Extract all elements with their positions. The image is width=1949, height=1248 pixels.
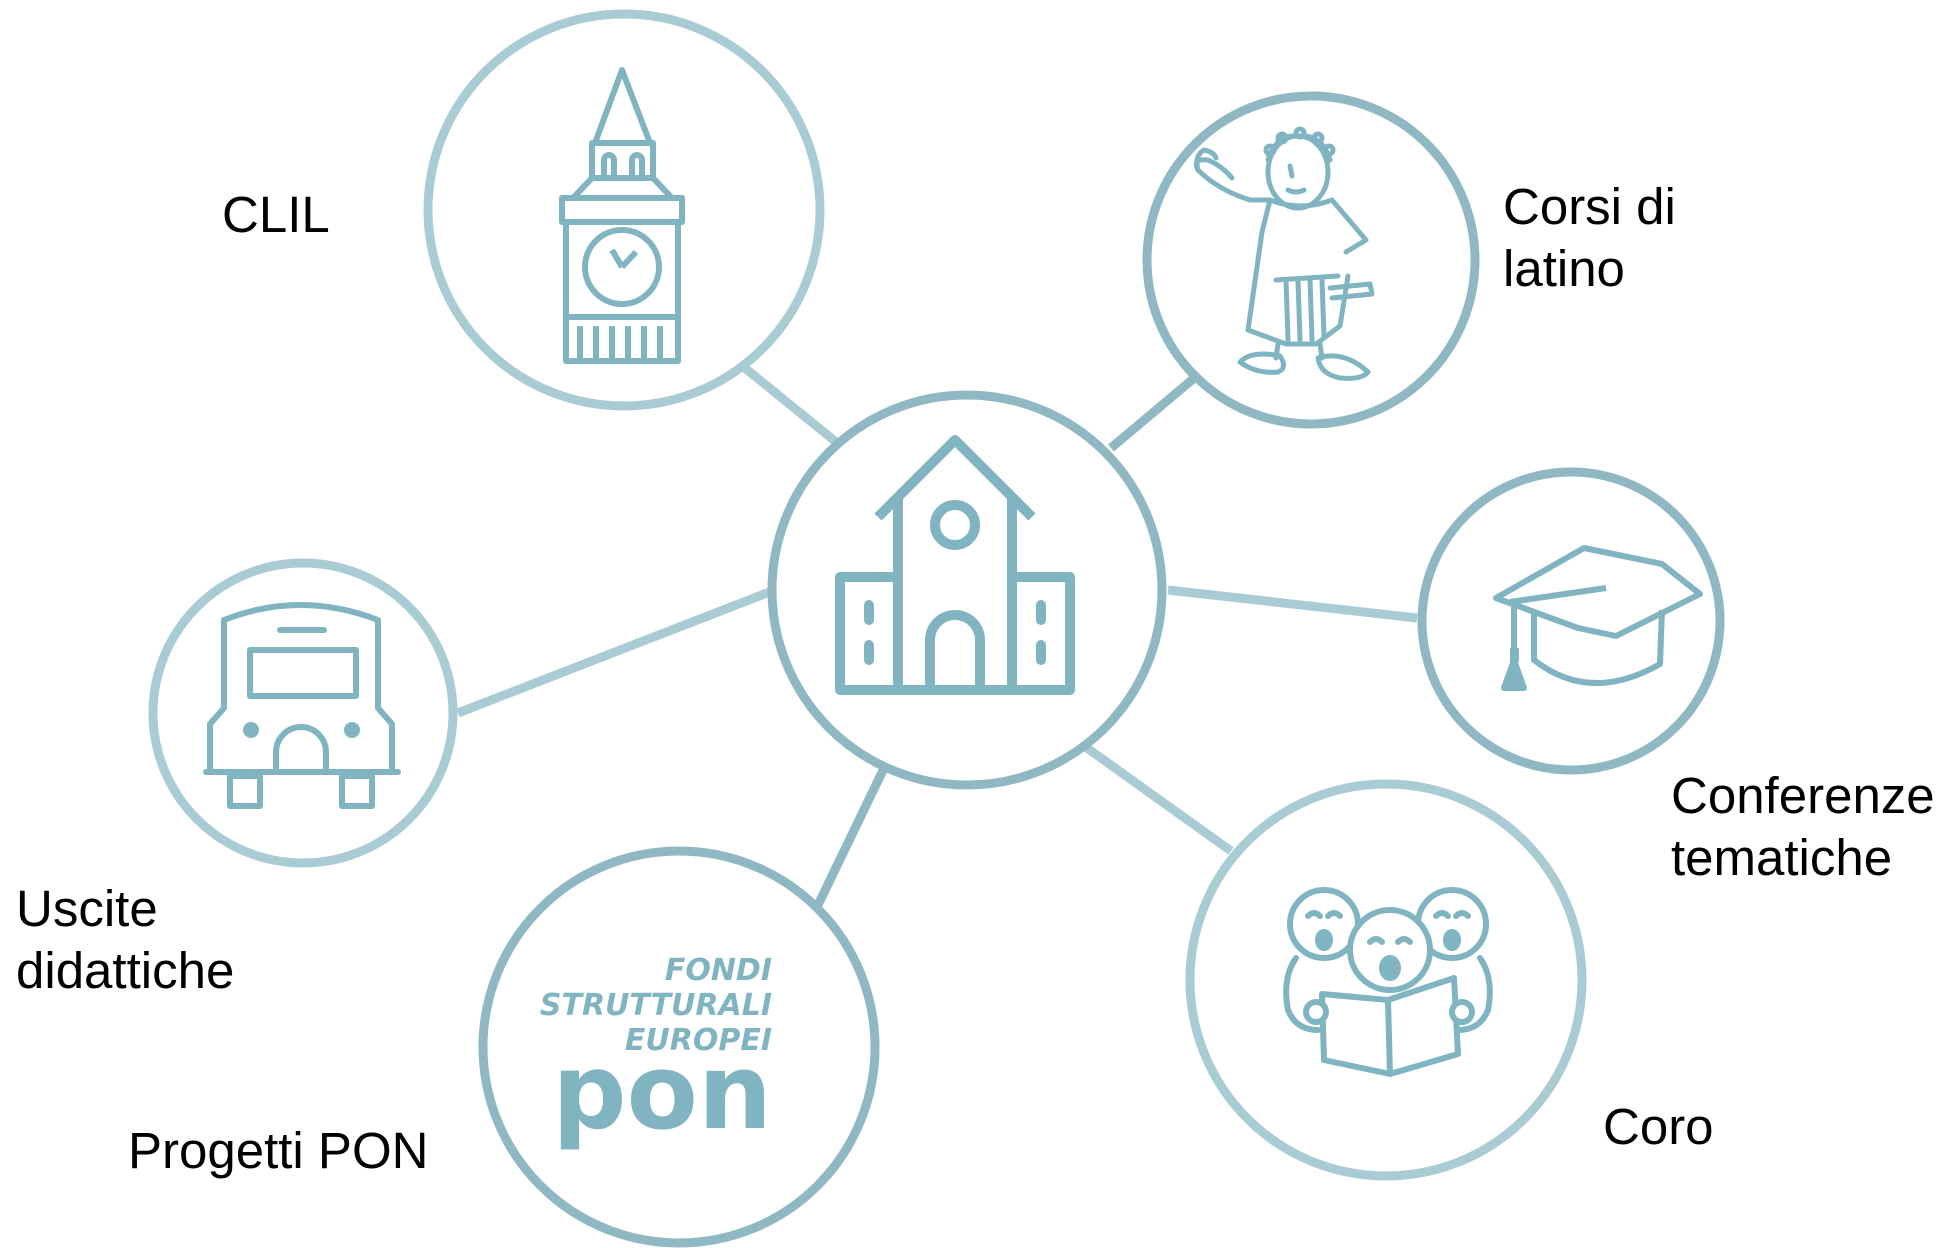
pon-logo-line1: FONDI [665, 953, 772, 988]
label-clil-line1: CLIL [222, 186, 330, 243]
clil-ring [423, 9, 825, 411]
connector-latino [1108, 375, 1196, 452]
connector-coro [1077, 739, 1234, 855]
label-pon: Progetti PON [128, 1120, 428, 1182]
connector-pon [813, 760, 892, 907]
pon-logo-icon: FONDI STRUTTURALI EUROPEI pon [540, 953, 772, 1153]
label-coro-line1: Coro [1603, 1098, 1714, 1155]
label-latino-line1: Corsi di [1503, 178, 1676, 235]
pon-logo-wordmark: pon [552, 1031, 772, 1153]
label-clil: CLIL [222, 184, 330, 246]
connector-uscite [456, 586, 774, 718]
label-latino: Corsi di latino [1503, 176, 1676, 300]
clock-tower-icon [559, 67, 685, 364]
connectors [456, 360, 1418, 907]
label-conferenze-line1: Conferenze [1671, 767, 1935, 824]
label-conferenze-line2: tematiche [1671, 829, 1893, 886]
conferenze-ring [1417, 467, 1725, 775]
label-uscite: Uscite didattiche [16, 878, 234, 1002]
graduation-cap-icon [1493, 545, 1703, 691]
label-conferenze: Conferenze tematiche [1671, 765, 1935, 889]
latino-ring [1142, 91, 1480, 429]
pon-logo-line2: STRUTTURALI [540, 988, 772, 1023]
connector-conferenze [1167, 585, 1418, 623]
label-uscite-line2: didattiche [16, 942, 235, 999]
label-pon-line1: Progetti PON [128, 1122, 429, 1179]
label-latino-line2: latino [1503, 240, 1625, 297]
pon-logo-line3: EUROPEI [625, 1023, 772, 1058]
label-coro: Coro [1603, 1096, 1714, 1158]
choir-singers-icon [1283, 887, 1493, 1077]
bus-icon [203, 602, 401, 809]
connector-clil [737, 360, 839, 446]
roman-figure-icon [1193, 126, 1375, 381]
school-building-icon [835, 435, 1075, 695]
pon-ring [478, 846, 880, 1248]
label-uscite-line1: Uscite [16, 880, 158, 937]
